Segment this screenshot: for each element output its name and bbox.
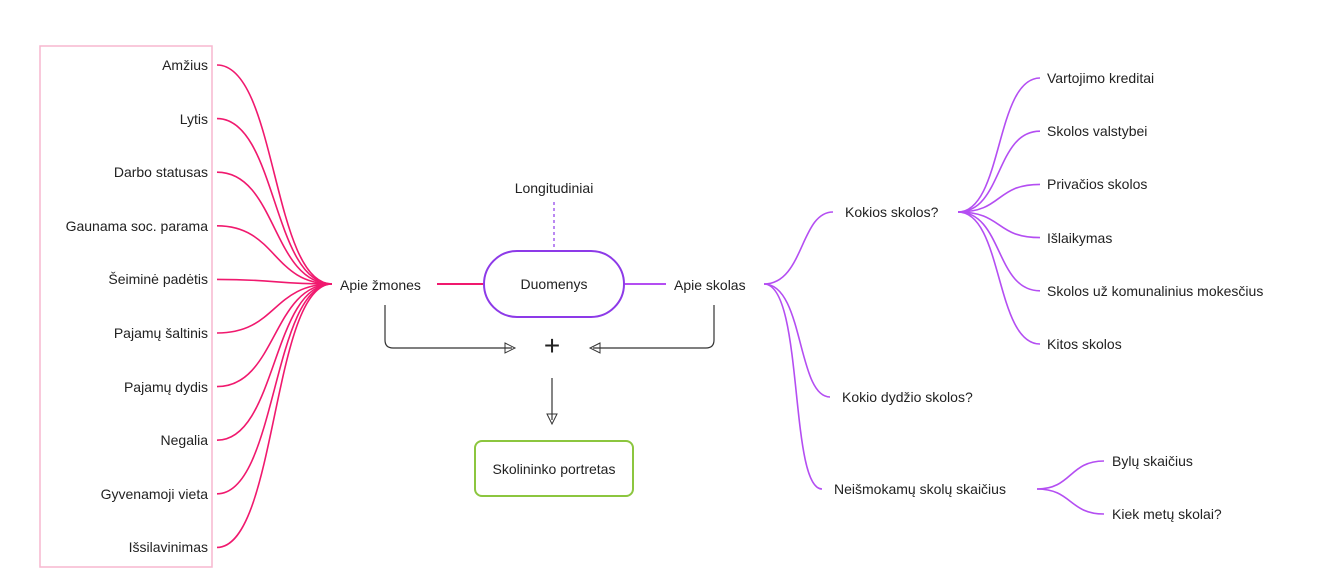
debt-type-connector-4	[957, 211, 1041, 239]
debt-branch-1: Kokios skolos?	[845, 204, 939, 220]
debt-branch-2: Kokio dydžio skolos?	[842, 389, 973, 405]
people-connector-8	[216, 283, 333, 441]
longitudinal-label: Longitudiniai	[514, 180, 594, 196]
people-connector-7	[216, 283, 333, 388]
people-item-3: Darbo statusas	[113, 164, 208, 181]
people-connector-1	[216, 64, 333, 285]
people-item-9: Gyvenamoji vieta	[100, 485, 208, 502]
center-node[interactable]: Duomenys	[483, 250, 625, 318]
debt-type-5: Skolos už komunalinius mokesčius	[1047, 282, 1264, 299]
debts-arrow	[593, 305, 715, 349]
people-arrowhead	[504, 342, 517, 354]
people-item-8: Negalia	[160, 432, 208, 449]
people-item-4: Gaunama soc. parama	[65, 217, 208, 234]
people-connector-3	[216, 171, 333, 285]
debt-branch-3: Neišmokamų skolų skaičius	[834, 481, 1006, 497]
portrait-arrowhead	[546, 413, 558, 426]
debt-type-connector-6	[957, 211, 1041, 345]
debt-type-6: Kitos skolos	[1047, 336, 1122, 352]
people-item-1: Amžius	[162, 57, 208, 73]
people-connector-9	[216, 283, 333, 495]
debts-hub-label: Apie skolas	[674, 277, 746, 293]
people-connector-10	[216, 283, 333, 549]
debt-branch-connector-2	[763, 283, 831, 398]
people-item-7: Pajamų dydis	[123, 378, 208, 395]
debt-count-connector-2	[1036, 488, 1105, 515]
debt-branch-connector-1	[763, 211, 834, 285]
debt-count-item-2: Kiek metų skolai?	[1112, 506, 1222, 522]
people-item-10: Išsilavinimas	[128, 539, 208, 556]
people-connector-5	[216, 278, 333, 285]
debts-arrowhead	[588, 342, 601, 354]
people-item-2: Lytis	[179, 110, 208, 127]
debt-type-2: Skolos valstybei	[1047, 123, 1148, 140]
center-node-label: Duomenys	[520, 276, 588, 292]
debt-count-connector-1	[1036, 460, 1105, 490]
people-item-6: Pajamų šaltinis	[113, 325, 208, 341]
debt-type-connector-3	[957, 183, 1041, 213]
debt-branch-connector-3	[763, 283, 823, 490]
debt-type-3: Privačios skolos	[1047, 176, 1148, 193]
people-connector-4	[216, 225, 333, 285]
debt-type-connector-5	[957, 211, 1041, 292]
people-connector-6	[216, 283, 333, 334]
debt-type-4: Išlaikymas	[1047, 229, 1113, 246]
portrait-node[interactable]: Skolininko portretas	[474, 440, 634, 497]
debt-count-item-1: Bylų skaičius	[1112, 453, 1193, 469]
people-hub-label: Apie žmones	[340, 277, 421, 293]
people-frame	[39, 45, 213, 568]
debt-type-1: Vartojimo kreditai	[1047, 70, 1155, 86]
people-arrow	[384, 305, 512, 349]
people-item-5: Šeiminė padėtis	[108, 271, 208, 288]
people-connector-2	[216, 117, 333, 285]
debt-type-connector-1	[957, 77, 1041, 213]
portrait-label: Skolininko portretas	[492, 460, 616, 477]
debt-type-connector-2	[957, 130, 1041, 213]
plus-sign: +	[543, 330, 561, 361]
